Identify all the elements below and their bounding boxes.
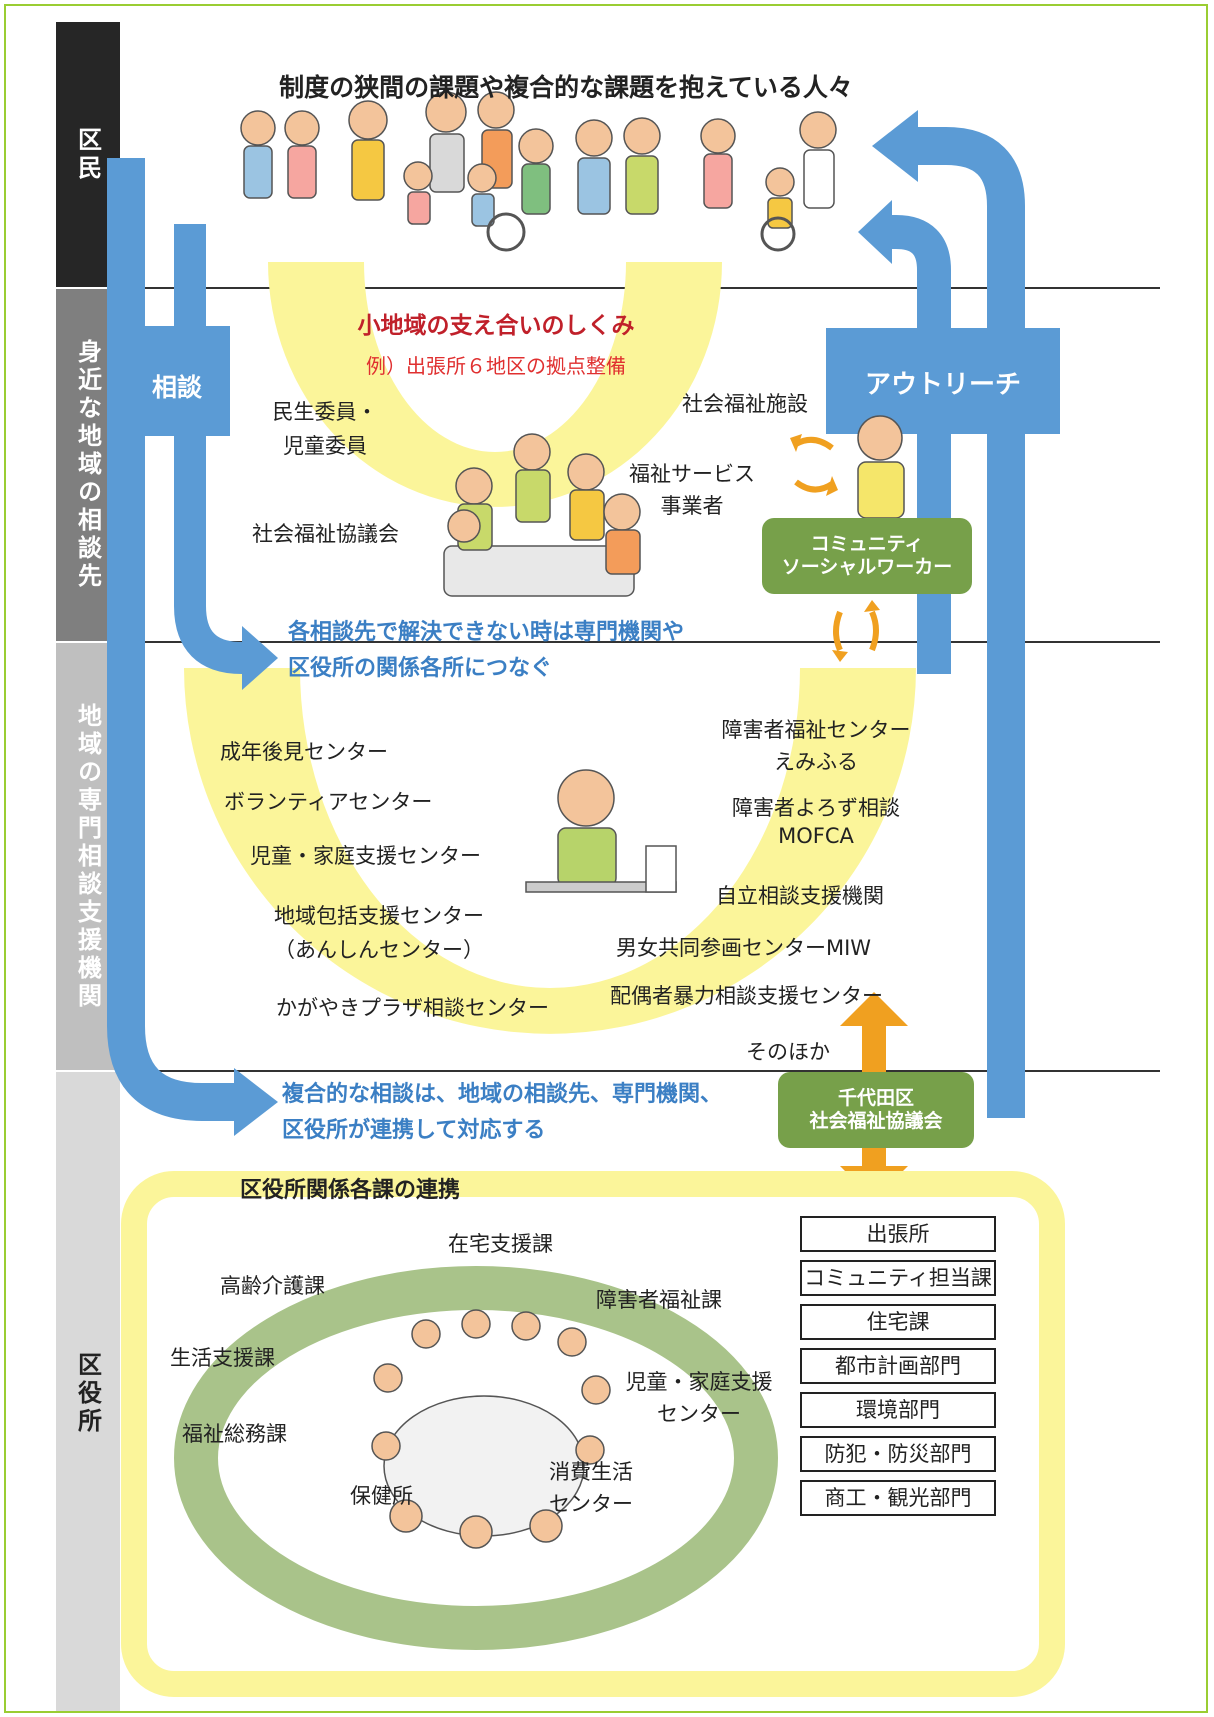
dept-community: コミュニティ担当課 bbox=[800, 1260, 996, 1296]
band-ward-office: 区役所 bbox=[56, 1072, 120, 1711]
connect-message-1: 各相談先で解決できない時は専門機関や bbox=[288, 620, 685, 645]
csw-illustration bbox=[857, 415, 905, 519]
connect-message-2: 区役所の関係各所につなぐ bbox=[288, 656, 553, 681]
exchange-arrow-2 bbox=[794, 479, 834, 493]
office-meeting-illustration bbox=[371, 1309, 611, 1549]
ward-office-title: 区役所関係各課の連携 bbox=[240, 1178, 461, 1203]
exchange-arrow-4 bbox=[869, 610, 879, 652]
consult-arrow-inner-head bbox=[242, 626, 278, 690]
haigusha-bouryoku-center: 配偶者暴力相談支援センター bbox=[610, 984, 883, 1008]
separator-3 bbox=[120, 1070, 1160, 1072]
small-area-title: 小地域の支え合いのしくみ bbox=[357, 313, 635, 339]
exchange-arrow-1 bbox=[794, 436, 834, 451]
small-area-arc bbox=[268, 262, 722, 507]
residents-illustration bbox=[240, 91, 837, 252]
chiyoda-shakyo-badge: 千代田区 社会福祉協議会 bbox=[778, 1072, 974, 1148]
seinen-kouken-center: 成年後見センター bbox=[220, 740, 388, 764]
jiritsu-soudan: 自立相談支援機関 bbox=[716, 884, 884, 908]
jido-iin: 児童委員 bbox=[283, 434, 367, 458]
header-title: 制度の狭間の課題や複合的な課題を抱えている人々 bbox=[279, 73, 853, 102]
band-residents: 区民 bbox=[56, 22, 120, 287]
outreach-label-box bbox=[826, 328, 1060, 434]
local-meeting-illustration bbox=[443, 433, 641, 597]
dept-shutchoujo: 出張所 bbox=[800, 1216, 996, 1252]
dept-environment: 環境部門 bbox=[800, 1392, 996, 1428]
chiiki-houkatsu-center: 地域包括支援センター bbox=[274, 904, 484, 928]
shohi-seikatsu-2: センター bbox=[549, 1492, 633, 1516]
dept-urban-planning: 都市計画部門 bbox=[800, 1348, 996, 1384]
welfare-service-2: 事業者 bbox=[660, 494, 724, 518]
outreach-arrow-inner-head bbox=[858, 200, 892, 264]
consult-arrow-outer-head bbox=[234, 1068, 278, 1136]
coordination-ring bbox=[174, 1266, 778, 1650]
welfare-service: 福祉サービス bbox=[629, 462, 755, 486]
outreach-label: アウトリーチ bbox=[864, 370, 1021, 400]
minsei-iin: 民生委員・ bbox=[272, 400, 378, 424]
volunteer-center: ボランティアセンター bbox=[224, 790, 433, 814]
small-area-example: 例）出張所６地区の拠点整備 bbox=[366, 354, 626, 378]
outreach-arrow-inner bbox=[892, 215, 951, 674]
complex-message-2: 区役所が連携して対応する bbox=[282, 1118, 546, 1143]
outreach-arrow-outer-head bbox=[872, 110, 918, 182]
anshin-center: （あんしんセンター） bbox=[274, 938, 484, 962]
consult-arrow-outer bbox=[107, 158, 234, 1121]
diagram-frame: 区民 身近な地域の相談先 地域の専門相談支援機関 区役所 bbox=[4, 4, 1208, 1713]
double-arrow-top-head bbox=[840, 992, 908, 1026]
consult-arrow-inner bbox=[174, 224, 243, 674]
specialist-illustration bbox=[525, 769, 677, 893]
specialist-arc bbox=[184, 668, 916, 1034]
fukushi-soumu: 福祉総務課 bbox=[182, 1422, 287, 1446]
dept-commerce-tourism: 商工・観光部門 bbox=[800, 1480, 996, 1516]
danjo-kyodo-center: 男女共同参画センターMIW bbox=[616, 936, 872, 960]
separator-2 bbox=[120, 641, 1160, 643]
shogaisha-fukushi: 障害者福祉課 bbox=[596, 1288, 722, 1312]
others: そのほか bbox=[746, 1040, 830, 1064]
complex-message-1: 複合的な相談は、地域の相談先、専門機関、 bbox=[282, 1082, 723, 1107]
mofca: MOFCA bbox=[778, 824, 854, 848]
dept-housing: 住宅課 bbox=[800, 1304, 996, 1340]
emifuru: えみふる bbox=[774, 750, 858, 774]
shohi-seikatsu-1: 消費生活 bbox=[549, 1460, 633, 1484]
seikatsu-shien: 生活支援課 bbox=[170, 1346, 275, 1370]
yorozu-soudan: 障害者よろず相談 bbox=[732, 796, 900, 820]
exchange-arrow-3 bbox=[833, 610, 843, 652]
dept-crime-disaster: 防犯・防災部門 bbox=[800, 1436, 996, 1472]
zaitaku-shien: 在宅支援課 bbox=[448, 1232, 553, 1256]
koureki-kaigo: 高齢介護課 bbox=[220, 1274, 325, 1298]
csw-badge: コミュニティ ソーシャルワーカー bbox=[762, 518, 972, 594]
outreach-arrow-outer bbox=[918, 127, 1025, 1118]
child-family-support-2: センター bbox=[657, 1402, 741, 1426]
kagayaki-plaza: かがやきプラザ相談センター bbox=[276, 996, 549, 1020]
hokenjo: 保健所 bbox=[350, 1484, 413, 1508]
consult-label: 相談 bbox=[151, 373, 202, 402]
child-family-support-1: 児童・家庭支援 bbox=[625, 1370, 773, 1394]
consult-label-box bbox=[124, 326, 230, 436]
shakyo-local: 社会福祉協議会 bbox=[252, 522, 399, 546]
disability-welfare-center: 障害者福祉センター bbox=[721, 718, 911, 742]
child-family-center: 児童・家庭支援センター bbox=[250, 844, 481, 868]
welfare-facility: 社会福祉施設 bbox=[682, 392, 808, 416]
